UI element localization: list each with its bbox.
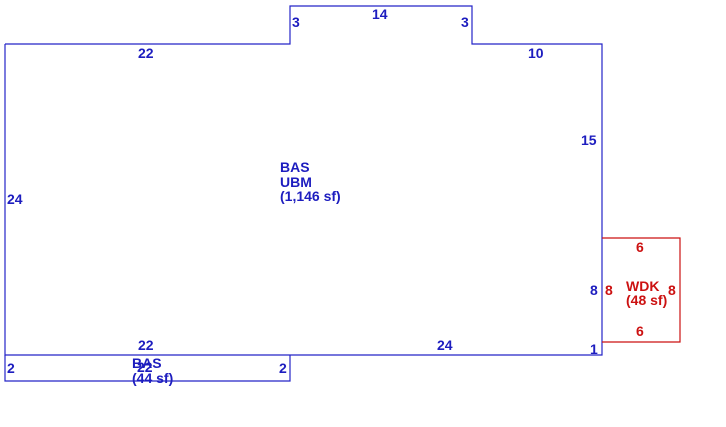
dim-left: 24	[7, 191, 23, 207]
deck-code: WDK	[626, 278, 659, 294]
main-area-outline	[4, 5, 603, 356]
dim-bump-top: 14	[372, 6, 388, 22]
main-area-code1: BAS	[280, 159, 310, 175]
dim-bottom-right: 24	[437, 337, 453, 353]
lower-strip-outline	[4, 355, 291, 382]
deck-dim-bottom: 6	[636, 323, 644, 339]
strip-area-size: (44 sf)	[132, 370, 173, 386]
dim-right-upper: 15	[581, 132, 597, 148]
dim-bottom-left: 22	[138, 337, 154, 353]
main-area-code2: UBM	[280, 174, 312, 190]
deck-dim-left: 8	[605, 282, 613, 298]
deck-dim-top: 6	[636, 239, 644, 255]
strip-dim-right: 2	[279, 360, 287, 376]
dim-top-right: 10	[528, 45, 544, 61]
deck-outline	[602, 237, 681, 343]
dim-corner: 1	[590, 341, 598, 357]
dim-right-lower: 8	[590, 282, 598, 298]
strip-dim-left: 2	[7, 360, 15, 376]
deck-area-size: (48 sf)	[626, 292, 667, 308]
strip-overlap-label: 22	[137, 359, 153, 375]
deck-dim-right: 8	[668, 282, 676, 298]
strip-code: BAS	[132, 355, 162, 371]
dim-bump-left: 3	[292, 14, 300, 30]
dim-top-left: 22	[138, 45, 154, 61]
main-area-size: (1,146 sf)	[280, 188, 341, 204]
dim-bump-right: 3	[461, 14, 469, 30]
